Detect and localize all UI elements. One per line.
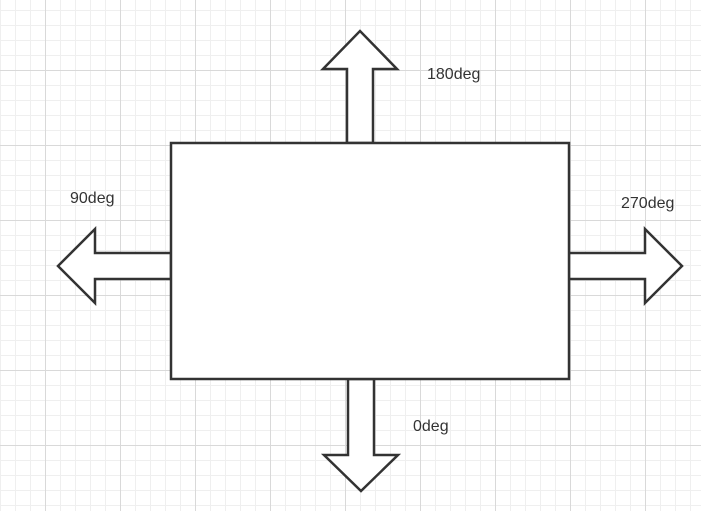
- label-180deg: 180deg: [427, 66, 481, 83]
- arrow-left: [56, 225, 173, 307]
- label-270deg: 270deg: [621, 195, 675, 212]
- label-90deg: 90deg: [70, 190, 115, 207]
- center-rectangle: [169, 141, 571, 381]
- arrow-down: [320, 377, 402, 493]
- label-0deg: 0deg: [413, 418, 449, 435]
- arrow-right: [567, 225, 684, 307]
- arrow-up: [320, 29, 400, 145]
